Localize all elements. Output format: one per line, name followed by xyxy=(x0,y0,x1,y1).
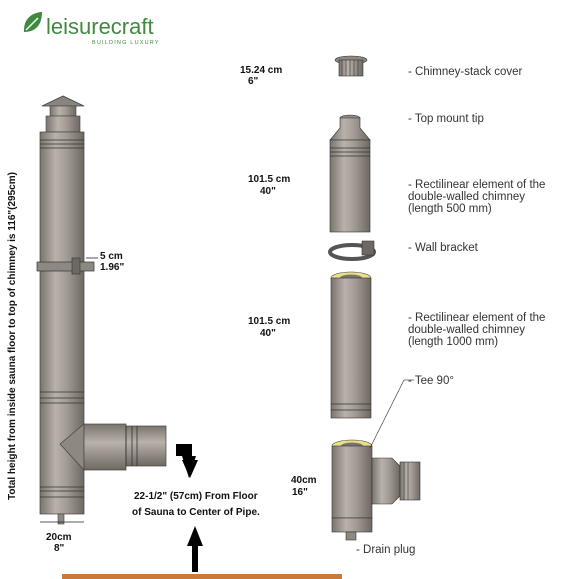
label-element1000-line3: (length 1000 mm) xyxy=(408,336,498,348)
element500-dim-in: 40" xyxy=(260,186,276,197)
width-in: 8" xyxy=(54,543,65,554)
bracket-gap-dimension: 5 cm 1.96" xyxy=(86,251,124,273)
element1000-dim-cm: 101.5 cm xyxy=(248,316,290,327)
chimney-element-500 xyxy=(329,139,371,233)
tee-dim-cm: 40cm xyxy=(291,475,317,486)
bracket-gap-cm: 5 cm xyxy=(100,251,123,262)
pipe-center-line2: of Sauna to Center of Pipe. xyxy=(132,507,260,518)
pipe-center-note: 22-1/2" (57cm) From Floor of Sauna to Ce… xyxy=(132,444,260,572)
width-cm: 20cm xyxy=(46,532,72,543)
cover-dim-cm: 15.24 cm xyxy=(240,65,282,76)
exploded-components xyxy=(328,55,421,541)
total-height-label: Total height from inside sauna floor to … xyxy=(7,172,18,500)
tee-90 xyxy=(331,439,421,541)
label-element1000-line1: - Rectilinear element of the xyxy=(408,312,545,324)
wall-bracket-band xyxy=(36,261,95,272)
cover-dim-in: 6" xyxy=(248,76,259,87)
label-element500-line3: (length 500 mm) xyxy=(408,203,492,215)
element1000-dim-in: 40" xyxy=(260,328,276,339)
label-element500-line1: - Rectilinear element of the xyxy=(408,179,545,191)
chimney-stack-cover xyxy=(334,55,368,77)
top-mount-tip xyxy=(329,114,371,141)
brand-name: leisurecraft xyxy=(46,14,154,39)
chimney-element-1000 xyxy=(330,271,372,419)
label-tee-90: - Tee 90° xyxy=(408,375,454,387)
wall-bracket xyxy=(328,240,376,261)
label-chimney-stack-cover: - Chimney-stack cover xyxy=(408,66,523,78)
tee-dim-in: 16" xyxy=(292,487,308,498)
pipe-center-line1: 22-1/2" (57cm) From Floor xyxy=(134,491,258,502)
label-element1000-line2: double-walled chimney xyxy=(408,324,525,336)
arrow-up-icon xyxy=(187,526,203,572)
brand-tagline: BUILDING LUXURY xyxy=(92,40,160,46)
brand-logo: leisurecraft BUILDING LUXURY xyxy=(24,12,160,46)
width-dimension: 20cm 8" xyxy=(40,521,84,554)
label-top-mount-tip: - Top mount tip xyxy=(408,113,484,125)
cap xyxy=(41,95,85,107)
sauna-floor xyxy=(62,574,342,579)
assembled-chimney xyxy=(36,95,167,525)
label-element500-line2: double-walled chimney xyxy=(408,191,525,203)
label-drain-plug: - Drain plug xyxy=(356,544,415,556)
label-wall-bracket: - Wall bracket xyxy=(408,242,479,254)
bracket-gap-in: 1.96" xyxy=(100,262,124,273)
element500-dim-cm: 101.5 cm xyxy=(248,174,290,185)
